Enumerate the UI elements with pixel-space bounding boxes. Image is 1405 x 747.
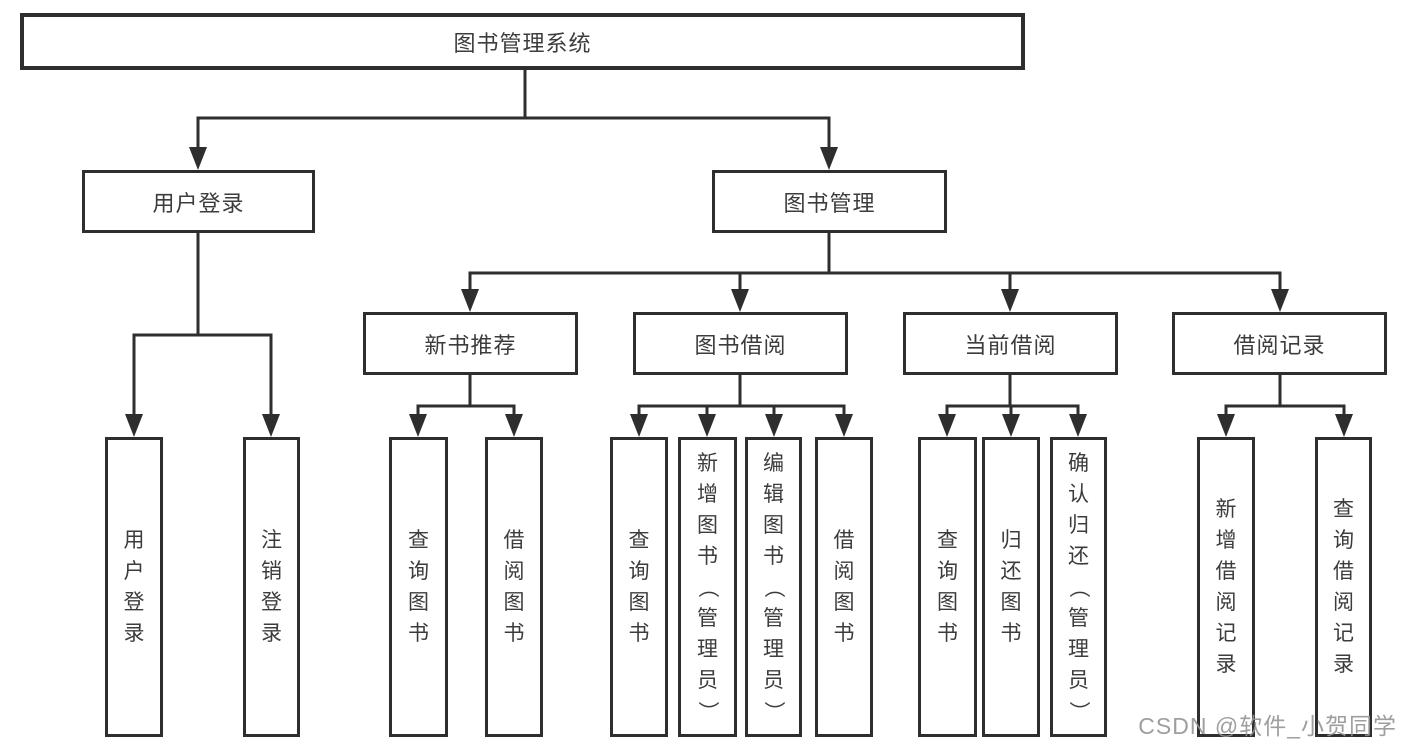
node-book-management: 图书管理 — [712, 170, 947, 233]
leaf-borrow-books-recommend: 借阅图书 — [485, 437, 543, 737]
leaf-return-books: 归还图书 — [982, 437, 1040, 737]
leaf-query-books-current: 查询图书 — [918, 437, 977, 737]
node-book-borrowing: 图书借阅 — [633, 312, 848, 375]
leaf-add-borrow-record: 新增借阅记录 — [1197, 437, 1255, 737]
node-user-login: 用户登录 — [82, 170, 315, 233]
leaf-confirm-return-admin: 确认归还（管理员） — [1050, 437, 1107, 737]
leaf-edit-books-admin: 编辑图书（管理员） — [745, 437, 802, 737]
leaf-query-borrow-record: 查询借阅记录 — [1315, 437, 1372, 737]
node-borrowing-records: 借阅记录 — [1172, 312, 1387, 375]
leaf-query-books-borrow: 查询图书 — [610, 437, 668, 737]
leaf-logout: 注销登录 — [243, 437, 300, 737]
leaf-query-books-recommend: 查询图书 — [389, 437, 448, 737]
node-current-borrowing: 当前借阅 — [903, 312, 1118, 375]
node-library-management-system: 图书管理系统 — [20, 13, 1025, 70]
watermark: CSDN @软件_小贺同学 — [1138, 713, 1397, 739]
node-new-book-recommendation: 新书推荐 — [363, 312, 578, 375]
leaf-borrow-books: 借阅图书 — [815, 437, 873, 737]
leaf-user-login: 用户登录 — [105, 437, 163, 737]
leaf-add-books-admin: 新增图书（管理员） — [678, 437, 737, 737]
